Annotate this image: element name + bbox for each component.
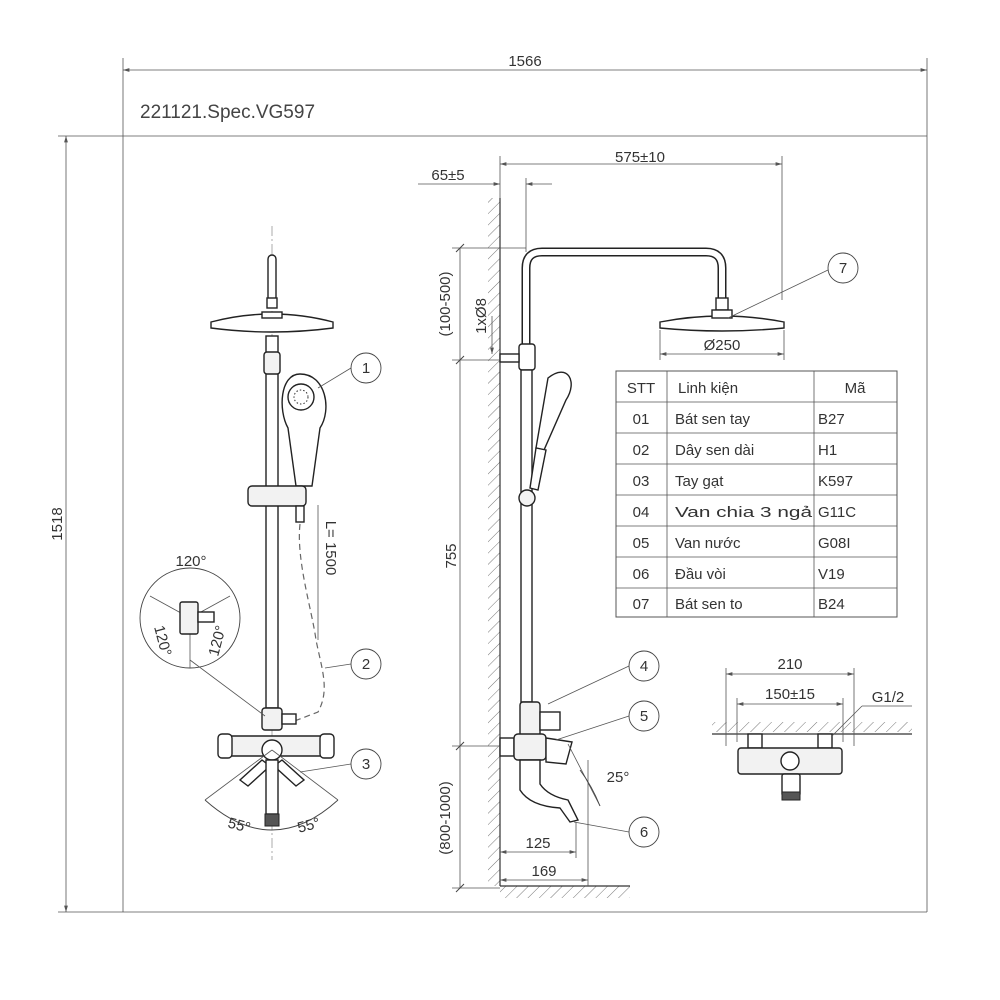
table-cell: Bát sen tay xyxy=(675,411,751,428)
head-diameter-label: Ø250 xyxy=(704,337,741,354)
slider-holder xyxy=(247,485,307,507)
center-210-label: 210 xyxy=(777,656,802,673)
rotation-top-angle: 120° xyxy=(175,553,206,570)
table-cell: 07 xyxy=(633,596,650,613)
spout-125-label: 125 xyxy=(525,835,550,852)
table-cell: B27 xyxy=(818,411,845,428)
table-cell: 06 xyxy=(633,566,650,583)
table-cell: Bát sen to xyxy=(675,596,743,613)
table-cell: Van chia 3 ngả xyxy=(675,504,813,521)
table-cell: 01 xyxy=(633,411,650,428)
callout-3: 3 xyxy=(299,748,382,780)
callout-5-label: 5 xyxy=(640,708,648,725)
lever-right-angle: 55° xyxy=(296,815,322,837)
diverter xyxy=(261,707,283,731)
table-cell: H1 xyxy=(818,442,837,459)
table-header-stt: STT xyxy=(627,380,655,397)
overall-height-label: 1518 xyxy=(49,507,66,540)
table-cell: G11C xyxy=(818,504,856,521)
front-view xyxy=(139,226,339,860)
arm-reach-label: 575±10 xyxy=(615,149,665,166)
overall-height-dimension: 1518 xyxy=(49,136,68,912)
table-cell: Dây sen dài xyxy=(675,442,754,459)
table-cell: Tay gạt xyxy=(675,473,724,490)
parts-table: STT Linh kiện Mã 01 Bát sen tay B27 02 D… xyxy=(615,370,898,618)
callout-4-label: 4 xyxy=(640,658,648,675)
hand-shower-side xyxy=(535,371,572,451)
hose xyxy=(291,523,325,723)
hose-length-label: L= 1500 xyxy=(322,521,339,576)
overall-width-label: 1566 xyxy=(508,53,541,70)
valve-height-label: (800-1000) xyxy=(437,781,454,854)
wall-offset-label: 65±5 xyxy=(431,167,464,184)
center-150-label: 150±15 xyxy=(765,686,815,703)
callout-2: 2 xyxy=(324,648,382,680)
callout-5: 5 xyxy=(555,700,660,741)
table-header-part: Linh kiện xyxy=(678,380,738,397)
callout-2-label: 2 xyxy=(362,656,370,673)
callout-6: 6 xyxy=(573,816,660,848)
hole-label: 1xØ8 xyxy=(473,298,490,334)
spout-169-label: 169 xyxy=(531,863,556,880)
overall-width-dimension: 1566 xyxy=(123,53,927,72)
thread-label: G1/2 xyxy=(872,689,905,706)
drawing-code: 221121.Spec.VG597 xyxy=(140,102,315,123)
callout-6-label: 6 xyxy=(640,824,648,841)
rail-length-label: 755 xyxy=(443,543,460,568)
table-cell: Đầu vòi xyxy=(675,566,726,583)
table-header-code: Mã xyxy=(845,380,866,397)
arm-rise-label: (100-500) xyxy=(437,271,454,336)
side-dimensions xyxy=(418,156,785,893)
drawing-frame xyxy=(58,58,928,913)
callout-4: 4 xyxy=(547,650,660,705)
table-cell: 04 xyxy=(633,504,650,521)
table-cell: V19 xyxy=(818,566,845,583)
overhead-shower-head xyxy=(210,313,334,333)
callout-1: 1 xyxy=(317,352,382,389)
mixer-detail xyxy=(712,668,912,801)
table-cell: Van nước xyxy=(675,535,741,552)
table-cell: G08I xyxy=(818,535,851,552)
overhead-shower-head-side xyxy=(659,315,785,332)
spout-angle-label: 25° xyxy=(607,769,630,786)
table-cell: K597 xyxy=(818,473,853,490)
table-cell: 02 xyxy=(633,442,650,459)
table-cell: 05 xyxy=(633,535,650,552)
callout-3-label: 3 xyxy=(362,756,370,773)
lever-left-angle: 55° xyxy=(226,815,252,837)
table-cell: 03 xyxy=(633,473,650,490)
callout-7-label: 7 xyxy=(839,260,847,277)
side-view xyxy=(488,198,785,898)
callout-7: 7 xyxy=(727,252,859,319)
callout-1-label: 1 xyxy=(362,360,370,377)
table-cell: B24 xyxy=(818,596,845,613)
